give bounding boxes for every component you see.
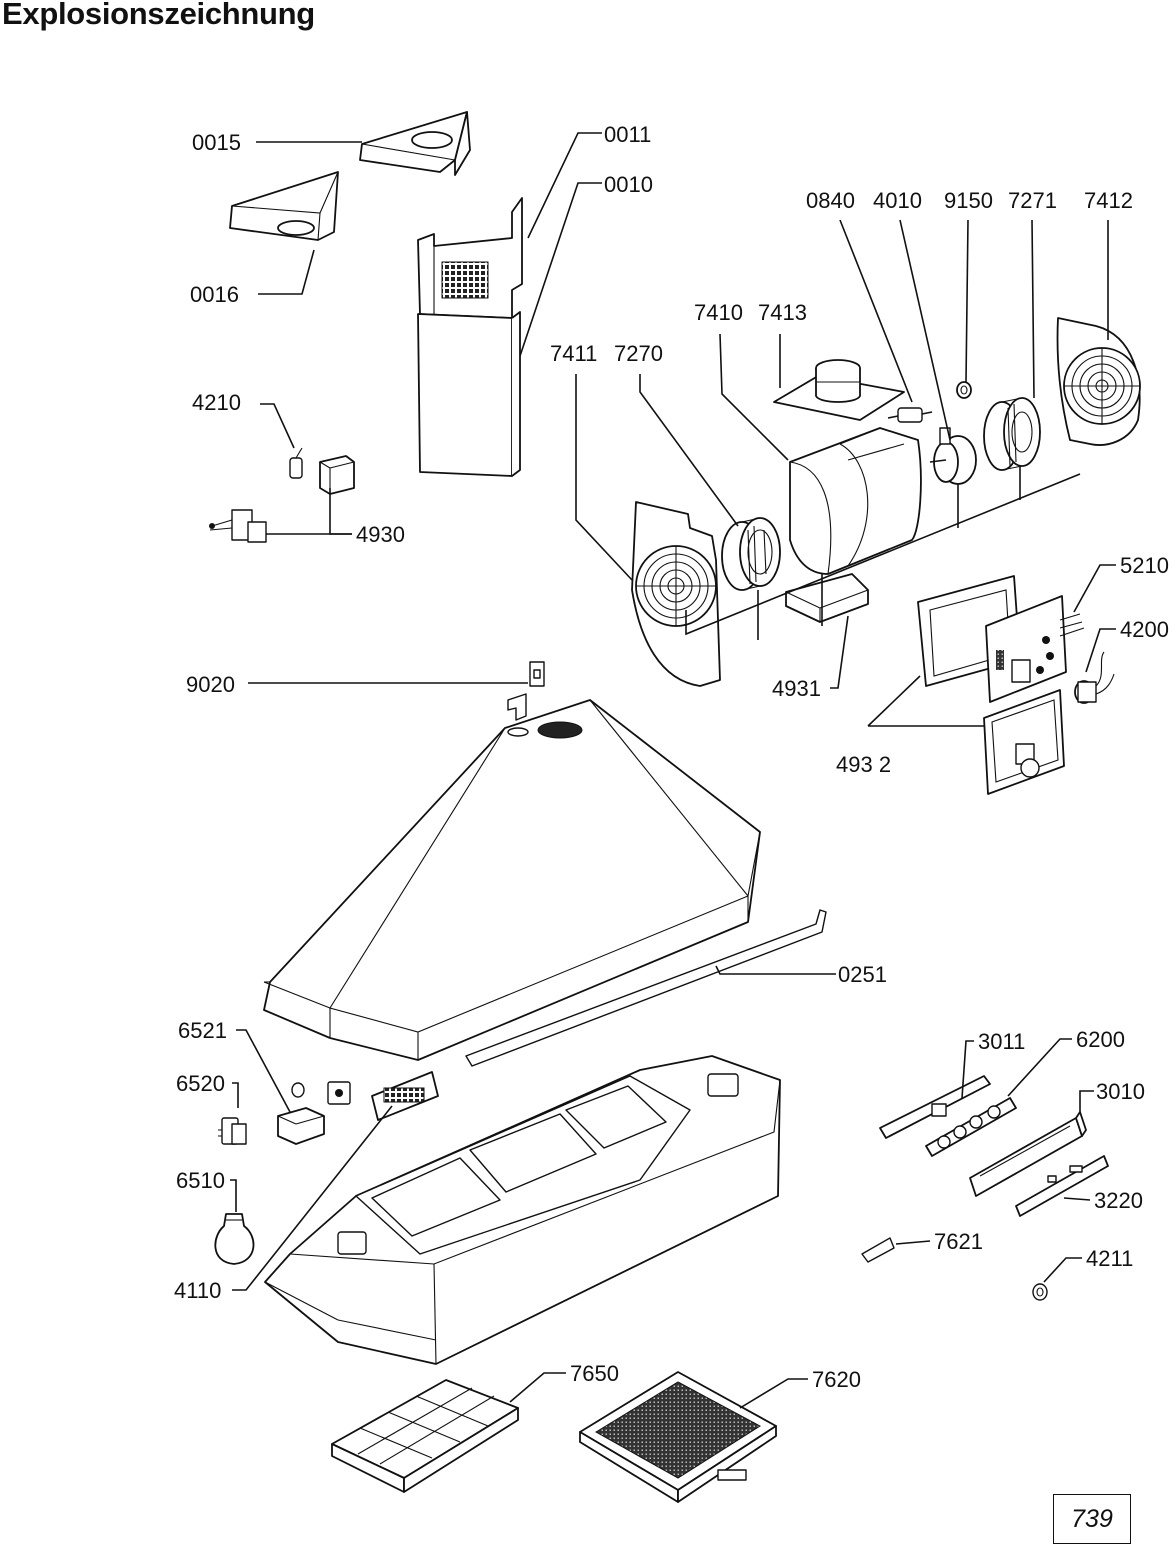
part-label-0251: 0251 (838, 962, 887, 987)
chimney-cap-top-part (359, 111, 471, 176)
switch-assembly-part (209, 509, 267, 543)
knob-part (1032, 1283, 1048, 1301)
part-label-7271: 7271 (1008, 188, 1057, 213)
part-label-4930: 4930 (356, 522, 405, 547)
control-fascia-part (1015, 1155, 1109, 1217)
motor-part (929, 427, 977, 485)
part-label-9020: 9020 (186, 672, 235, 697)
part-label-7413: 7413 (758, 300, 807, 325)
part-label-7620: 7620 (812, 1367, 861, 1392)
part-label-4931: 4931 (772, 676, 821, 701)
exhaust-flange-part (773, 359, 905, 421)
part-labels: 0015 0011 0010 0016 0840 4010 9150 7271 … (174, 122, 1169, 1392)
part-label-3010: 3010 (1096, 1079, 1145, 1104)
light-bulb-part (214, 1213, 255, 1265)
page-number-box: 739 (1053, 1494, 1131, 1544)
part-label-9150: 9150 (944, 188, 993, 213)
part-label-7621: 7621 (934, 1229, 983, 1254)
part-label-4210: 4210 (192, 390, 241, 415)
switch-cover-part (983, 689, 1065, 795)
relay-box-part (319, 455, 355, 495)
push-button-set-part (925, 1097, 1017, 1157)
clip-part (861, 1237, 895, 1263)
part-label-4110: 4110 (174, 1278, 221, 1303)
motor-housing-part (789, 427, 922, 575)
part-label-3220: 3220 (1094, 1188, 1143, 1213)
part-label-0840: 0840 (806, 188, 855, 213)
lower-hood-body (264, 1055, 781, 1365)
grease-filter-part (331, 1379, 519, 1493)
part-label-6510: 6510 (176, 1168, 225, 1193)
control-housing-part (969, 1111, 1087, 1197)
part-label-7410: 7410 (694, 300, 743, 325)
part-label-6520: 6520 (176, 1071, 225, 1096)
connector-plug-part (887, 407, 933, 423)
bracket-clip-part (507, 661, 545, 721)
part-label-0011: 0011 (604, 122, 651, 147)
capacitor-part (289, 447, 303, 479)
blower-housing-right (1056, 317, 1141, 446)
part-label-7650: 7650 (570, 1361, 619, 1386)
part-label-7411: 7411 (550, 341, 597, 366)
bearing-bush-part (956, 381, 972, 399)
part-label-4200: 4200 (1120, 617, 1169, 642)
part-label-0016: 0016 (190, 282, 239, 307)
part-label-7270: 7270 (614, 341, 663, 366)
chimney-lower-section (417, 311, 521, 477)
page-title: Explosionszeichnung (2, 0, 315, 31)
small-nut-part (291, 1082, 305, 1098)
hood-body (263, 699, 761, 1061)
part-label-5210: 5210 (1120, 553, 1169, 578)
chimney-upper-section (417, 197, 523, 319)
carbon-filter-part (579, 1371, 777, 1503)
condenser-part (1074, 651, 1115, 704)
leader-lines (230, 132, 1116, 1409)
fan-wheel-left (721, 517, 781, 591)
part-label-4932: 493 2 (836, 752, 891, 777)
terminal-block-part (327, 1081, 351, 1105)
part-label-4211: 4211 (1086, 1246, 1133, 1271)
fan-wheel-right (983, 397, 1041, 471)
lamp-holder-part (277, 1107, 325, 1145)
part-label-7412: 7412 (1084, 188, 1133, 213)
part-label-3011: 3011 (978, 1029, 1025, 1054)
blower-housing-left (631, 501, 721, 687)
circuit-board-part (985, 595, 1085, 703)
chimney-cap-bottom-part (229, 171, 339, 241)
part-label-6521: 6521 (178, 1018, 227, 1043)
part-label-0015: 0015 (192, 130, 241, 155)
trim-strip-part (465, 909, 827, 1067)
part-label-0010: 0010 (604, 172, 653, 197)
part-label-4010: 4010 (873, 188, 922, 213)
lamp-socket-part (218, 1117, 247, 1145)
switch-module-part (371, 1071, 439, 1121)
part-label-6200: 6200 (1076, 1027, 1125, 1052)
filter-tray-small (785, 573, 869, 623)
